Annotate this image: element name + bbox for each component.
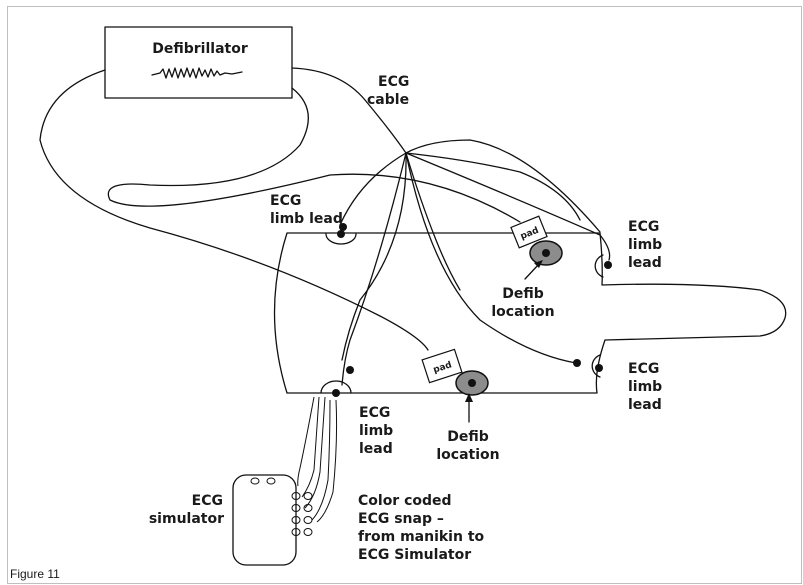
- snap-note-line1: Color coded: [358, 493, 452, 509]
- limb-lead-right-upper-line3: lead: [628, 255, 662, 271]
- limb-lead-top-line1: ECG: [270, 193, 301, 209]
- ecg-simulator-label-line2: simulator: [149, 511, 224, 527]
- figure-frame: [7, 6, 802, 584]
- snap-note-line4: ECG Simulator: [358, 547, 471, 563]
- defib-location-upper-marker: [529, 240, 563, 266]
- ecg-simulator-label-line1: ECG: [192, 493, 223, 509]
- ecg-simulator-device: [232, 474, 313, 566]
- cables: [39, 67, 611, 386]
- limb-lead-bottom-line1: ECG: [359, 405, 390, 421]
- snap-right-lower: [591, 354, 603, 378]
- defibrillator-label: Defibrillator: [152, 41, 248, 57]
- electrode-snaps: [320, 230, 612, 397]
- manikin-torso-outline: [273, 232, 787, 394]
- defib-location-lower-marker: [455, 370, 489, 396]
- limb-lead-bottom-line2: limb: [359, 423, 393, 439]
- limb-lead-right-upper-line2: limb: [628, 237, 662, 253]
- limb-lead-top-line2: limb lead: [270, 211, 343, 227]
- defib-location-lower-line2: location: [436, 447, 499, 463]
- limb-lead-right-lower-line3: lead: [628, 397, 662, 413]
- defib-location-upper-line2: location: [491, 304, 554, 320]
- snap-top-left: [325, 230, 357, 245]
- ecg-simulator-box: [232, 474, 297, 566]
- defib-location-upper-line1: Defib: [502, 286, 544, 302]
- ecg-cable-label-line1: ECG: [378, 74, 409, 90]
- snap-note-line2: ECG snap –: [358, 511, 444, 527]
- figure-caption: Figure 11: [10, 567, 60, 581]
- pad-lower: pad: [421, 348, 463, 384]
- snap-bottom: [320, 380, 352, 397]
- pad-upper: pad: [510, 215, 548, 249]
- snap-note-line3: from manikin to: [358, 529, 485, 545]
- ecg-waveform-icon: [151, 67, 243, 79]
- defib-location-lower-line1: Defib: [447, 429, 489, 445]
- simulator-snap-connectors: [291, 492, 313, 536]
- limb-lead-bottom-line3: lead: [359, 441, 393, 457]
- ecg-cable-label-line2: cable: [367, 92, 409, 108]
- defibrillator: Defibrillator: [104, 26, 293, 99]
- limb-lead-right-lower-line2: limb: [628, 379, 662, 395]
- limb-lead-right-lower-line1: ECG: [628, 361, 659, 377]
- arrow-lower-defib: [465, 393, 473, 423]
- limb-lead-right-upper-line1: ECG: [628, 219, 659, 235]
- defibrillator-box: [104, 26, 293, 99]
- snap-wires-to-simulator: [297, 396, 338, 523]
- snap-right-upper: [594, 254, 612, 278]
- arrow-upper-defib: [524, 260, 543, 280]
- pad-lower-box: [421, 348, 463, 384]
- pad-upper-box: [510, 215, 548, 249]
